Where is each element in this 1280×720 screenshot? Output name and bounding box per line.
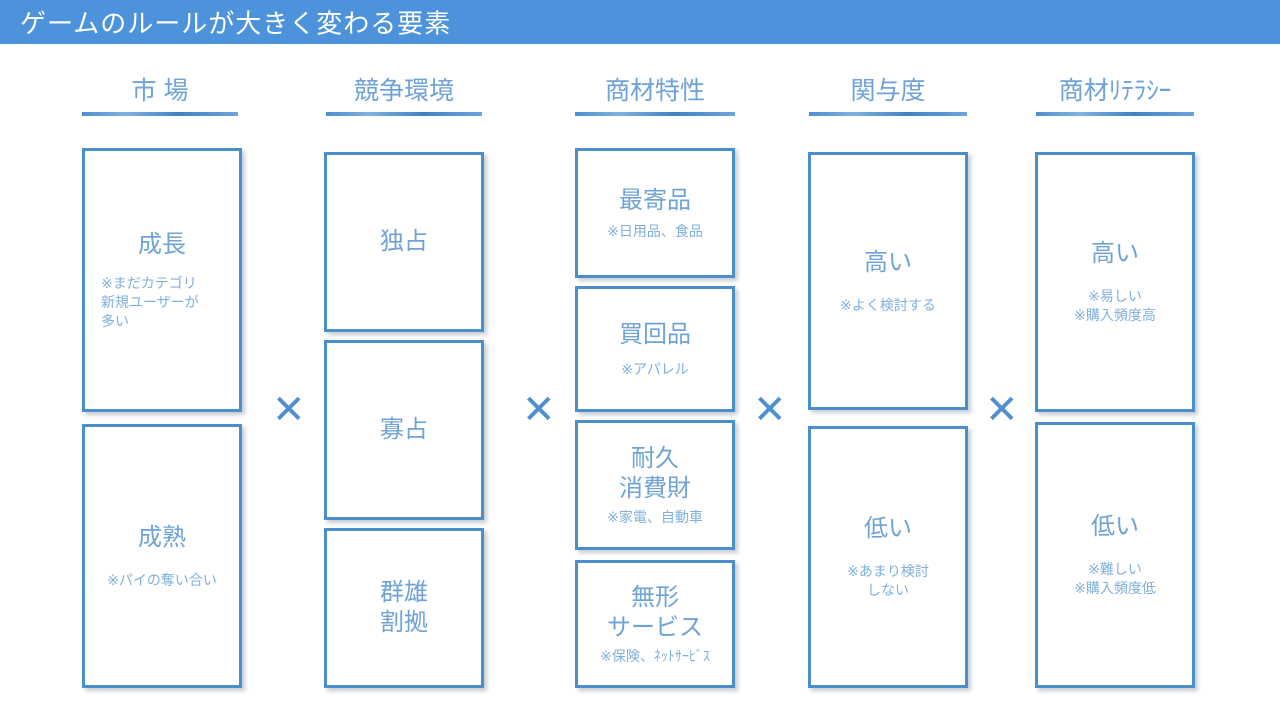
column-header-underline <box>1036 112 1194 116</box>
column-header-involvement: 関与度 <box>808 76 968 116</box>
cell-note: ※あまり検討 しない <box>847 563 929 598</box>
cell-label: 寡占 <box>380 416 428 443</box>
multiply-icon: ✕ <box>522 390 556 430</box>
cell-label: 無形 サービス <box>607 583 703 641</box>
column-header-underline <box>809 112 967 116</box>
cell-label: 成長 <box>138 230 186 258</box>
factor-matrix: 市 場 成長 ※まだカテゴリ 新規ユーザーが 多い 成熟 ※パイの奪い合い ✕ … <box>0 44 1280 720</box>
matrix-cell[interactable]: 独占 <box>324 152 484 332</box>
column-header-label: 関与度 <box>850 77 926 105</box>
multiply-symbol: ✕ <box>753 388 787 432</box>
column-cells: 高い ※易しい ※購入頻度高 低い ※難しい ※購入頻度低 <box>1035 44 1195 720</box>
column-header-underline <box>575 112 735 116</box>
cell-label: 群雄 割拠 <box>380 579 428 636</box>
column-cells: 成長 ※まだカテゴリ 新規ユーザーが 多い 成熟 ※パイの奪い合い <box>80 44 242 720</box>
multiply-symbol: ✕ <box>272 388 306 432</box>
column-header-underline <box>82 112 238 116</box>
matrix-cell[interactable]: 成長 ※まだカテゴリ 新規ユーザーが 多い <box>82 148 242 412</box>
matrix-cell[interactable]: 買回品 ※アパレル <box>575 286 735 412</box>
cell-note: ※日用品、食品 <box>607 222 703 239</box>
column-header-competition: 競争環境 <box>324 76 484 116</box>
cell-note: ※易しい ※購入頻度高 <box>1074 288 1156 323</box>
matrix-cell[interactable]: 高い ※易しい ※購入頻度高 <box>1035 152 1195 412</box>
cell-note: ※家電、自動車 <box>607 508 703 525</box>
cell-label: 買回品 <box>619 320 691 348</box>
matrix-column-involvement: 関与度 高い ※よく検討する 低い ※あまり検討 しない <box>808 44 968 720</box>
column-header-label: 市 場 <box>131 77 189 105</box>
cell-label: 成熟 <box>138 523 186 551</box>
cell-note: ※アパレル <box>621 360 689 377</box>
column-header-market: 市 場 <box>80 76 240 116</box>
matrix-column-competition: 競争環境 独占 寡占 群雄 割拠 <box>324 44 484 720</box>
cell-label: 高い <box>864 248 912 276</box>
multiply-icon: ✕ <box>753 390 787 430</box>
multiply-icon: ✕ <box>985 390 1019 430</box>
cell-note: ※パイの奪い合い <box>107 571 217 588</box>
cell-label: 耐久 消費財 <box>619 444 691 502</box>
matrix-column-product-type: 商材特性 最寄品 ※日用品、食品 買回品 ※アパレル 耐久 消費財 ※家電、自動… <box>575 44 735 720</box>
matrix-cell[interactable]: 低い ※難しい ※購入頻度低 <box>1035 422 1195 688</box>
matrix-cell[interactable]: 最寄品 ※日用品、食品 <box>575 148 735 278</box>
column-cells: 独占 寡占 群雄 割拠 <box>324 44 484 720</box>
cell-note: ※よく検討する <box>840 296 936 313</box>
cell-label: 独占 <box>380 228 428 255</box>
cell-label: 最寄品 <box>619 186 691 214</box>
cell-note: ※まだカテゴリ 新規ユーザーが 多い <box>101 274 199 329</box>
matrix-cell[interactable]: 群雄 割拠 <box>324 528 484 688</box>
cell-note: ※難しい ※購入頻度低 <box>1074 561 1156 596</box>
cell-label: 低い <box>1091 513 1139 540</box>
matrix-cell[interactable]: 耐久 消費財 ※家電、自動車 <box>575 420 735 550</box>
matrix-column-market: 市 場 成長 ※まだカテゴリ 新規ユーザーが 多い 成熟 ※パイの奪い合い <box>80 44 242 720</box>
slide-title-bar: ゲームのルールが大きく変わる要素 <box>0 0 1280 44</box>
multiply-icon: ✕ <box>272 390 306 430</box>
column-cells: 最寄品 ※日用品、食品 買回品 ※アパレル 耐久 消費財 ※家電、自動車 無形 … <box>575 44 735 720</box>
column-header-label: 商材ﾘﾃﾗｼｰ <box>1058 77 1172 105</box>
column-header-underline <box>326 112 482 116</box>
column-header-product-literacy: 商材ﾘﾃﾗｼｰ <box>1035 76 1195 116</box>
column-cells: 高い ※よく検討する 低い ※あまり検討 しない <box>808 44 968 720</box>
column-header-product-type: 商材特性 <box>575 76 735 116</box>
matrix-cell[interactable]: 高い ※よく検討する <box>808 152 968 410</box>
cell-label: 低い <box>864 515 912 542</box>
matrix-cell[interactable]: 成熟 ※パイの奪い合い <box>82 424 242 688</box>
matrix-cell[interactable]: 無形 サービス ※保険、ﾈｯﾄｻｰﾋﾞｽ <box>575 560 735 688</box>
matrix-cell[interactable]: 寡占 <box>324 340 484 520</box>
column-header-label: 競争環境 <box>353 77 454 105</box>
cell-label: 高い <box>1091 240 1139 267</box>
multiply-symbol: ✕ <box>985 388 1019 432</box>
column-header-label: 商材特性 <box>604 77 705 105</box>
matrix-column-product-literacy: 商材ﾘﾃﾗｼｰ 高い ※易しい ※購入頻度高 低い ※難しい ※購入頻度低 <box>1035 44 1195 720</box>
cell-note: ※保険、ﾈｯﾄｻｰﾋﾞｽ <box>600 647 710 664</box>
multiply-symbol: ✕ <box>522 388 556 432</box>
page-title: ゲームのルールが大きく変わる要素 <box>20 8 452 39</box>
matrix-cell[interactable]: 低い ※あまり検討 しない <box>808 426 968 688</box>
